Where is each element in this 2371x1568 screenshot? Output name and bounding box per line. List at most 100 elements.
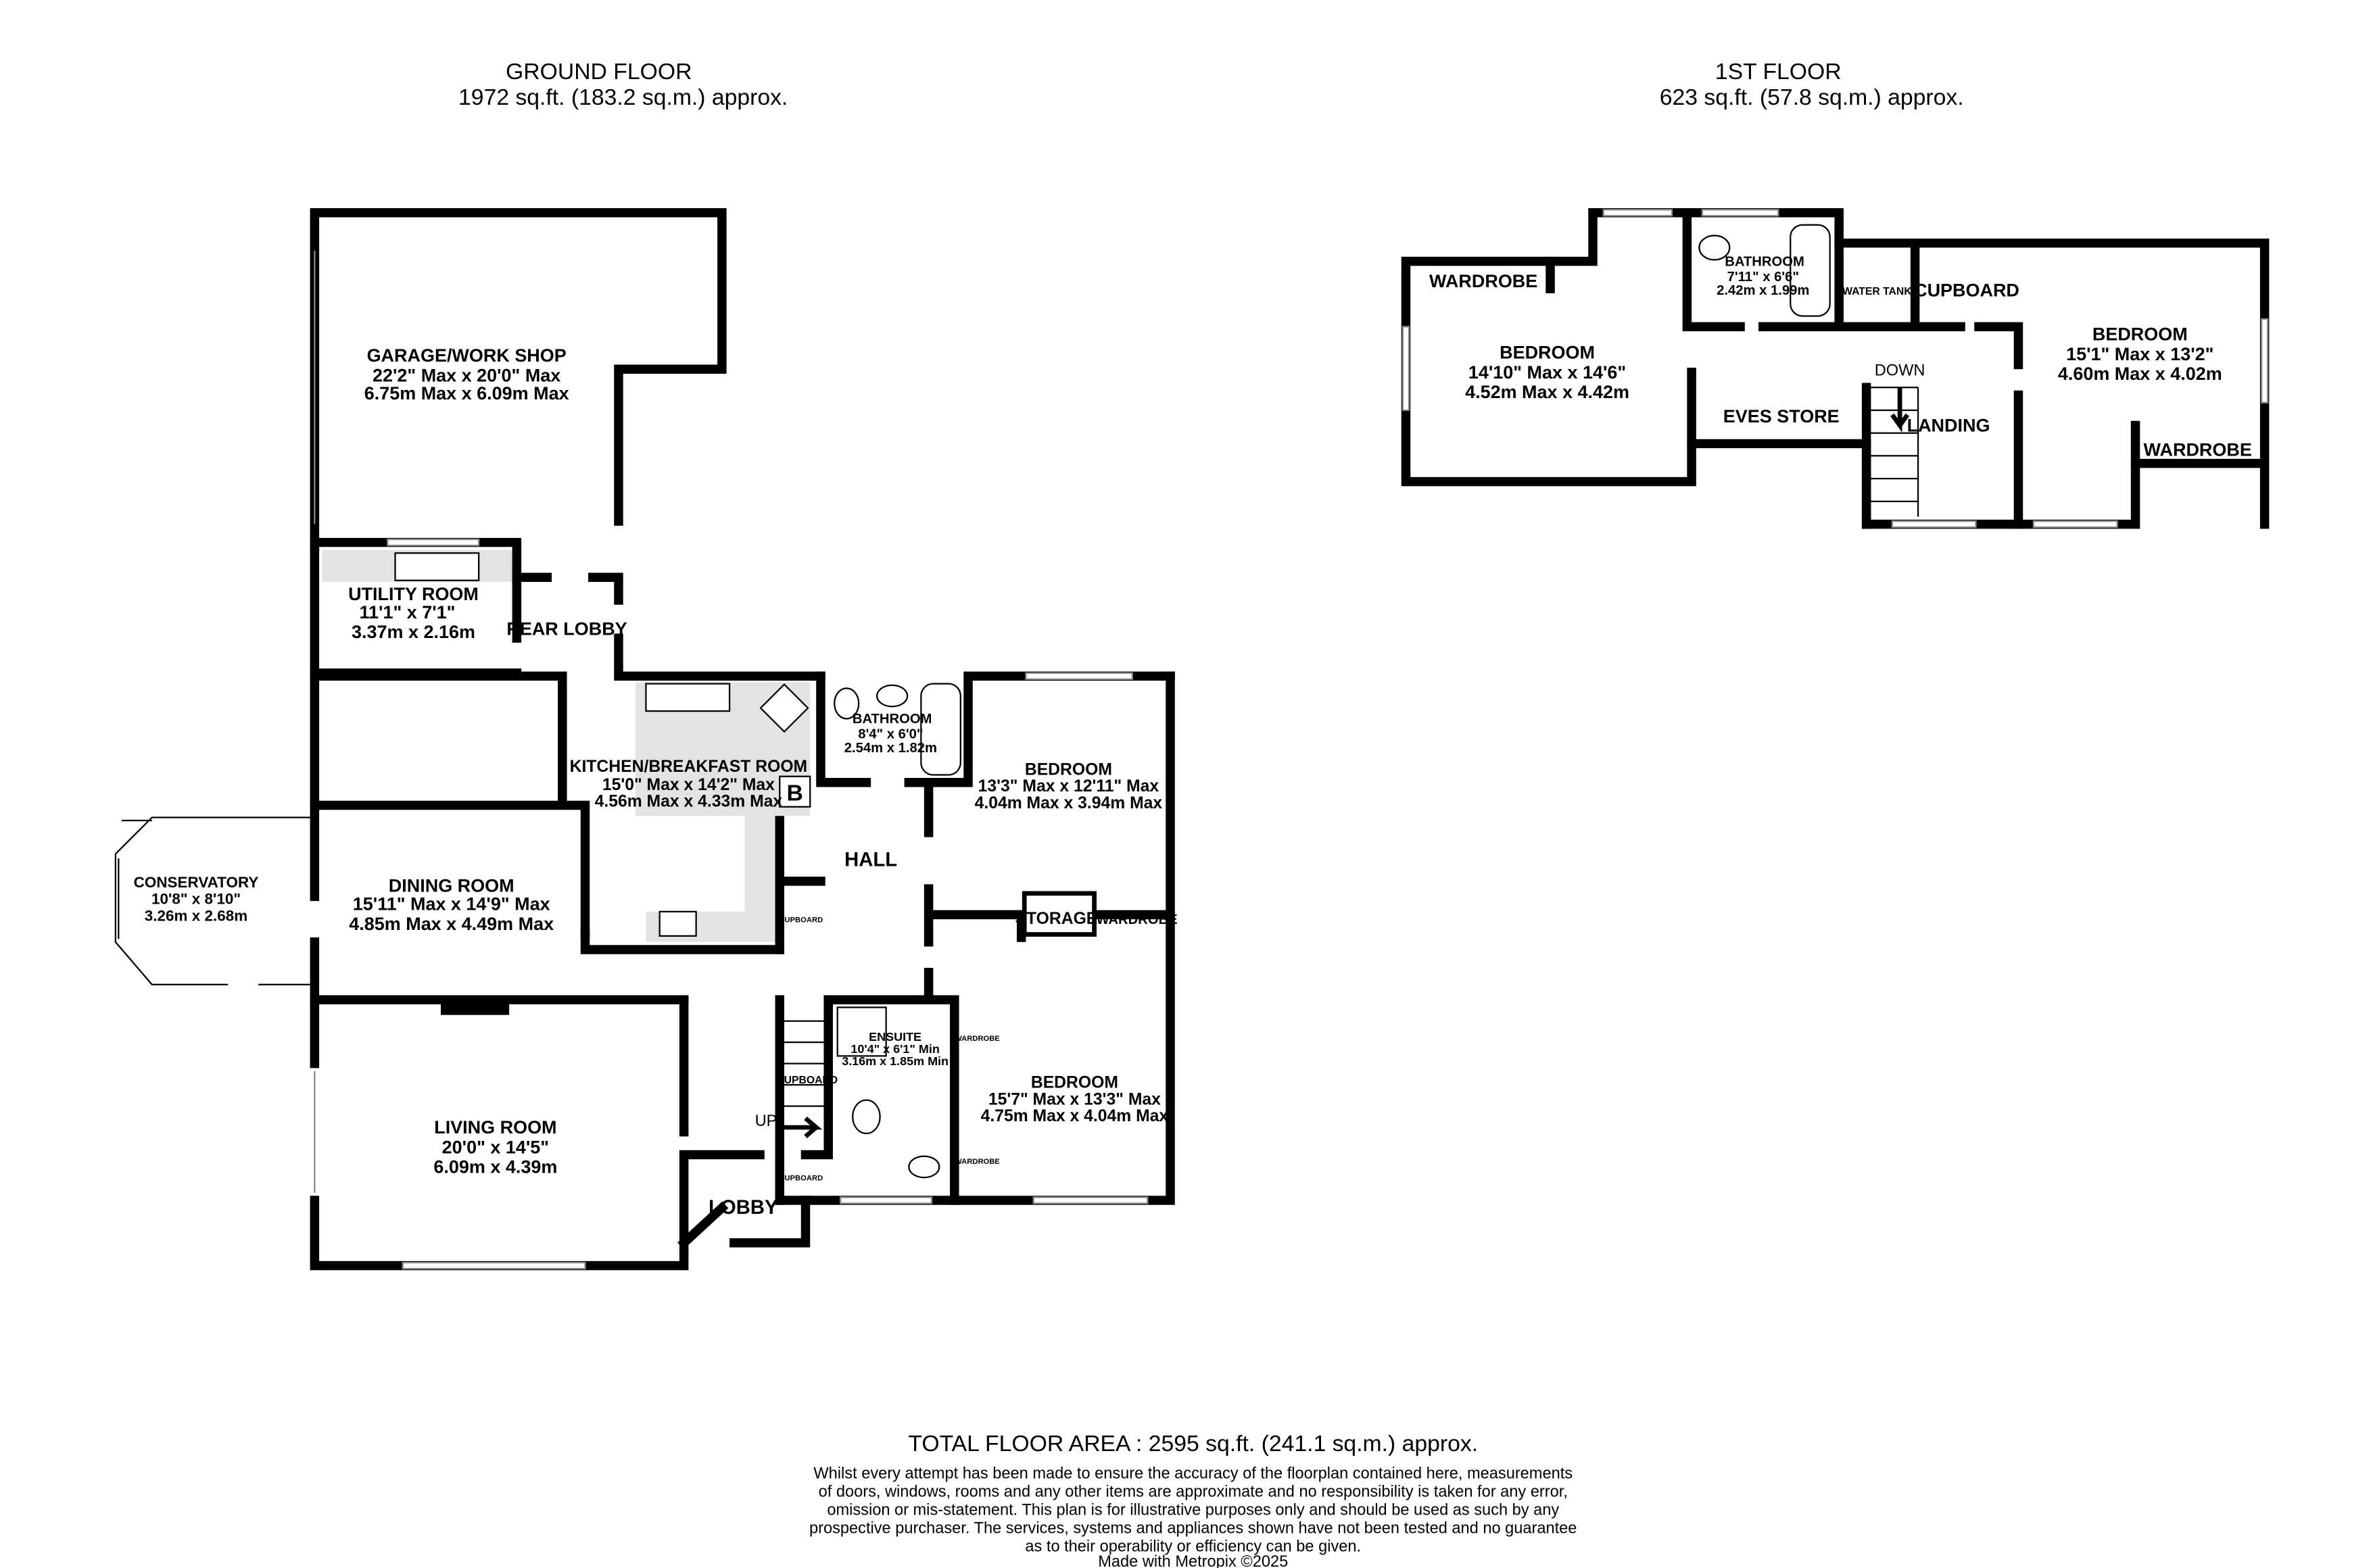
window <box>1602 209 1673 217</box>
sink-icon <box>394 552 480 581</box>
cupboard-label: CUPBOARD <box>779 1175 823 1183</box>
room-dining: DINING ROOM 15'11" Max x 14'9" Max 4.85m… <box>349 876 554 934</box>
room-name: LIVING ROOM <box>434 1117 556 1137</box>
window <box>1891 520 1977 529</box>
kitchen-worktop <box>635 682 811 942</box>
lobby-walls <box>729 1158 811 1248</box>
room-imperial: 15'7" Max x 13'3" Max <box>988 1090 1161 1108</box>
room-cupboard: CUPBOARD <box>1914 280 2019 300</box>
room-imperial: 11'1" x 7'1" <box>360 602 456 622</box>
room-name: BATHROOM <box>853 712 932 727</box>
disclaimer-line: as to their operability or efficiency ca… <box>1025 1538 1361 1555</box>
room-name: KITCHEN/BREAKFAST ROOM <box>570 758 808 776</box>
bath-icon <box>920 683 961 776</box>
bath-icon <box>1790 224 1831 317</box>
room-imperial: 14'10" Max x 14'6" <box>1468 362 1626 383</box>
window <box>1402 326 1410 412</box>
utility-window <box>387 538 480 547</box>
room-name: BEDROOM <box>2092 324 2188 345</box>
rear-lobby-walls <box>512 572 825 681</box>
window <box>1701 209 1779 217</box>
disclaimer-line: prospective purchaser. The services, sys… <box>809 1519 1577 1537</box>
room-imperial: 15'0" Max x 14'2" Max <box>602 776 775 794</box>
room-bathroom-first: BATHROOM 7'11" x 6'6" 2.42m x 1.99m <box>1717 254 1809 298</box>
cupboard-label: CUPBOARD <box>776 1075 838 1086</box>
first-floor-inner-walls <box>1546 207 2140 529</box>
room-metric: 4.04m Max x 3.94m Max <box>975 794 1163 812</box>
living-window <box>402 1262 586 1270</box>
room-name: BATHROOM <box>1725 254 1804 269</box>
room-ensuite: ENSUITE 10'4" x 6'1" Min 3.16m x 1.85m M… <box>842 1030 949 1068</box>
boiler-label: B <box>787 781 803 806</box>
room-imperial: 20'0" x 14'5" <box>442 1137 549 1157</box>
room-metric: 4.85m Max x 4.49m Max <box>349 914 554 934</box>
room-rear-lobby: REAR LOBBY <box>506 619 627 639</box>
room-imperial: 8'4" x 6'0" <box>858 727 923 742</box>
stairs-icon <box>782 1020 829 1107</box>
wardrobe-label: WARDROBE <box>955 1035 1000 1043</box>
wardrobe-label: WARDROBE <box>955 1158 1000 1166</box>
wardrobe-label: WARDROBE <box>2144 439 2252 460</box>
room-metric: 4.60m Max x 4.02m <box>2058 364 2222 384</box>
kitchen-walls <box>310 671 590 939</box>
room-imperial: 15'1" Max x 13'2" <box>2066 344 2213 364</box>
stairs-down-label: DOWN <box>1875 362 1925 379</box>
basin-icon <box>876 684 909 708</box>
room-imperial: 10'8" x 8'10" <box>151 891 241 908</box>
credit: Made with Metropix ©2025 <box>1098 1553 1288 1568</box>
room-lobby: LOBBY <box>709 1197 778 1219</box>
storage-cupboard <box>1022 891 1097 937</box>
room-bedroom-left: BEDROOM 14'10" Max x 14'6" 4.52m Max x 4… <box>1465 343 1629 402</box>
stairs-arrow-icon <box>1890 387 1910 433</box>
disclaimer-line: of doors, windows, rooms and any other i… <box>819 1483 1568 1500</box>
room-water-tank: WATER TANK <box>1842 286 1912 297</box>
room-wardrobe: WARDROBE <box>1096 912 1177 927</box>
room-name: BEDROOM <box>1025 761 1112 779</box>
ensuite-window <box>840 1196 933 1204</box>
room-utility: UTILITY ROOM 11'1" x 7'1" 3.37m x 2.16m <box>348 584 479 642</box>
basin-icon <box>852 1099 881 1135</box>
room-metric: 6.75m Max x 6.09m Max <box>364 383 569 403</box>
room-metric: 3.26m x 2.68m <box>145 907 247 924</box>
room-imperial: 10'4" x 6'1" Min <box>851 1042 939 1056</box>
room-name: BEDROOM <box>1500 343 1595 363</box>
ground-floor-area: 1972 sq.ft. (183.2 sq.m.) approx. <box>458 84 788 110</box>
room-eves-store: EVES STORE <box>1723 406 1840 426</box>
stairs-icon <box>1869 387 1919 517</box>
room-name: CONSERVATORY <box>134 874 259 891</box>
room-name: DINING ROOM <box>389 876 514 896</box>
stairs-up-label: UP <box>755 1112 777 1130</box>
bedroom-window <box>1025 672 1133 681</box>
room-metric: 4.75m Max x 4.04m Max <box>981 1107 1169 1125</box>
cupboard-label: CUPBOARD <box>779 916 823 925</box>
hob-icon <box>759 683 809 733</box>
room-metric: 4.52m Max x 4.42m <box>1465 382 1629 402</box>
room-conservatory: CONSERVATORY 10'8" x 8'10" 3.26m x 2.68m <box>134 874 259 924</box>
room-bedroom-2: BEDROOM 15'7" Max x 13'3" Max 4.75m Max … <box>981 1074 1169 1125</box>
kitchen-sink-icon <box>645 683 731 712</box>
toilet-icon <box>908 1155 940 1179</box>
room-imperial: 7'11" x 6'6" <box>1727 270 1799 285</box>
room-bedroom-1: BEDROOM 13'3" Max x 12'11" Max 4.04m Max… <box>975 761 1163 812</box>
room-storage: STORAGE <box>1015 910 1098 928</box>
toilet-icon <box>834 687 860 720</box>
room-garage: GARAGE/WORK SHOP 22'2" Max x 20'0" Max 6… <box>364 345 569 403</box>
disclaimer-line: omission or mis-statement. This plan is … <box>827 1501 1559 1519</box>
room-name: BEDROOM <box>1031 1074 1118 1092</box>
room-metric: 3.16m x 1.85m Min <box>842 1054 949 1068</box>
room-metric: 3.37m x 2.16m <box>352 622 475 642</box>
first-floor-area: 623 sq.ft. (57.8 sq.m.) approx. <box>1660 84 1964 110</box>
room-hall: HALL <box>844 849 897 871</box>
bedroom-window <box>1032 1196 1149 1204</box>
oven-icon <box>658 910 697 937</box>
hall-walls <box>775 778 1175 1004</box>
room-metric: 4.56m Max x 4.33m Max <box>595 793 783 811</box>
room-name: ENSUITE <box>869 1030 921 1044</box>
stairs-arrow-icon <box>782 1117 823 1139</box>
wardrobe-label: WARDROBE <box>1429 271 1537 291</box>
first-floor-plan: WARDROBE BEDROOM 14'10" Max x 14'6" 4.52… <box>1401 207 2270 529</box>
conservatory-walls <box>114 816 315 985</box>
room-name: UTILITY ROOM <box>348 584 479 604</box>
disclaimer-line: Whilst every attempt has been made to en… <box>813 1465 1573 1482</box>
